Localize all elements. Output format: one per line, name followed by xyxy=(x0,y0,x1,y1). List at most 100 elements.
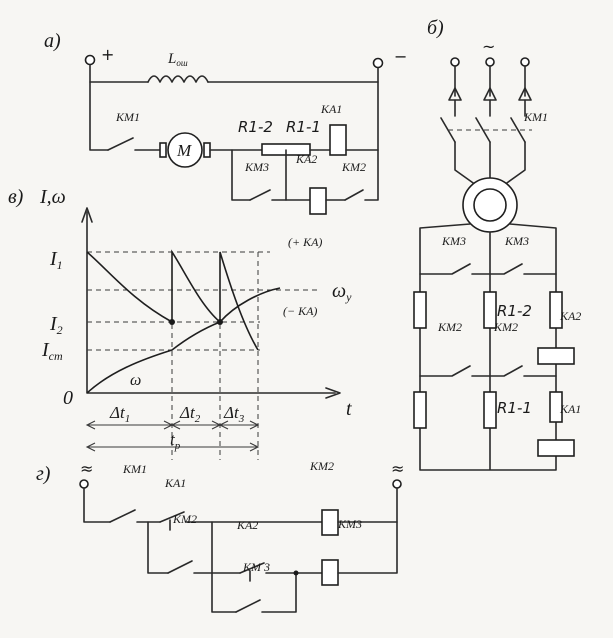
dt2-label: Δt2 xyxy=(179,403,201,425)
control-terminal-right xyxy=(392,479,402,489)
wire xyxy=(364,149,379,201)
graph-origin-label: 0 xyxy=(63,387,73,409)
km3-label-b-right: КМ3 xyxy=(504,234,529,248)
ka2-label-a: КА2 xyxy=(295,152,317,166)
junction-node xyxy=(293,570,299,576)
circuit-b: б) ~ КМ1 КМ3 КМ3 R1-2 КА2 КМ2 КМ2 xyxy=(413,17,581,471)
plus-ka-label: (+ КА) xyxy=(288,235,322,249)
switch-point-1 xyxy=(169,319,175,325)
wire xyxy=(454,99,526,117)
relay-coil-ka2-b xyxy=(537,347,575,365)
km3-coil-label-g: КМ3 xyxy=(337,517,362,531)
motor-rotor xyxy=(473,188,507,222)
section-label-g: г) xyxy=(36,463,51,485)
r1-1-label: R1-1 xyxy=(286,118,321,136)
km3-contact-label-g: КМ 3 xyxy=(242,560,270,574)
i2-label: I2 xyxy=(49,313,63,337)
ac-symbol-left: ≈ xyxy=(80,459,93,478)
km1-contact-g xyxy=(109,509,136,523)
phase-terminal-1 xyxy=(450,57,460,67)
plus-label: + xyxy=(101,45,114,64)
circuit-a: а) + − Lош КМ1 M R1-2 R1-1 КА1 xyxy=(44,30,407,215)
wire xyxy=(454,65,526,97)
km3-label-a: КМ3 xyxy=(244,160,269,174)
r1-2-label: R1-2 xyxy=(238,118,273,136)
graph-axis-arrows xyxy=(81,207,341,399)
dt3-label: Δt3 xyxy=(223,403,245,425)
relay-coil-ka1-a xyxy=(329,124,347,156)
wire xyxy=(89,81,109,151)
ka1-label-g: КА1 xyxy=(164,476,186,490)
minus-ka-label: (− КА) xyxy=(283,304,317,318)
graph-y-axis-label: I,ω xyxy=(39,186,66,208)
relay-coil-km3-g xyxy=(321,559,339,586)
graph-x-axis-label: t xyxy=(346,398,352,420)
ka2-label-g: КА2 xyxy=(236,518,258,532)
resistor-b-mid-upper xyxy=(483,291,497,329)
km2-contacts-b xyxy=(419,365,557,377)
km2-contact-mid-g xyxy=(167,560,193,574)
ist-label: Iст xyxy=(41,339,63,363)
rotor-wires xyxy=(419,223,557,471)
km2-label-b-mid: КМ2 xyxy=(493,320,518,334)
inductor-label: Lош xyxy=(167,51,188,68)
ac-symbol-right: ≈ xyxy=(391,459,404,478)
km3-label-b-left: КМ3 xyxy=(441,234,466,248)
omega-steady-label: ωу xyxy=(332,280,352,304)
wire xyxy=(231,149,251,201)
motor-symbol xyxy=(167,132,203,168)
i1-label: I1 xyxy=(49,248,63,272)
resistor-b-right-upper xyxy=(549,291,563,329)
wire xyxy=(261,572,297,613)
km2-label-b-left: КМ2 xyxy=(437,320,462,334)
speed-curve xyxy=(86,287,281,394)
wire xyxy=(89,64,149,83)
ka2-label-b: КА2 xyxy=(559,309,581,323)
section-label-b: б) xyxy=(427,17,444,39)
motor-brush-right xyxy=(203,142,211,158)
resistor-b-left-upper xyxy=(413,291,427,329)
omega-curve-label: ω xyxy=(130,372,141,389)
ac-symbol-b: ~ xyxy=(482,37,495,56)
circuit-g: г) ≈ ≈ КМ1 КА1 КМ2 КМ2 КА2 КМ3 КМ 3 xyxy=(36,459,404,613)
section-label-a: а) xyxy=(44,30,61,52)
dt1-label: Δt1 xyxy=(109,403,130,425)
tp-label: tр xyxy=(170,430,181,452)
km2-label-g: КМ2 xyxy=(309,459,334,473)
r1-1-label-b: R1-1 xyxy=(497,399,532,417)
km1-label-g: КМ1 xyxy=(122,462,147,476)
relay-coil-ka1-b xyxy=(537,439,575,457)
km1-label-b: КМ1 xyxy=(523,110,548,124)
km3-contact-a xyxy=(249,189,271,201)
km3-contact-bottom-g xyxy=(235,599,261,613)
minus-label: − xyxy=(394,47,407,66)
ka1-nc-contact-g xyxy=(159,511,185,531)
graph-axes xyxy=(86,211,336,394)
current-curve xyxy=(86,249,259,351)
resistor-b-right-lower xyxy=(549,391,563,423)
km2-contact-a xyxy=(344,189,364,201)
graph-level-lines xyxy=(87,251,320,351)
ka2-nc-contact-g xyxy=(239,562,265,582)
km1-contact xyxy=(107,137,134,151)
km2-contact-label-g: КМ2 xyxy=(172,512,197,526)
km3-contacts-b xyxy=(419,263,557,275)
wire xyxy=(207,67,379,83)
km1-label: КМ1 xyxy=(115,110,140,124)
km2-label-a: КМ2 xyxy=(341,160,366,174)
section-label-v: в) xyxy=(8,186,24,208)
switch-point-2 xyxy=(217,319,223,325)
interval-arrowheads xyxy=(85,420,260,452)
r1-2-label-b: R1-2 xyxy=(497,302,532,320)
phase-terminal-2 xyxy=(485,57,495,67)
wire xyxy=(211,572,237,613)
phase-terminal-3 xyxy=(520,57,530,67)
control-terminal-left xyxy=(79,479,89,489)
minus-terminal xyxy=(372,57,384,69)
ka1-label-b: КА1 xyxy=(559,402,581,416)
relay-coil-km2-g xyxy=(321,509,339,536)
graph-time-markers xyxy=(171,252,259,460)
wire xyxy=(345,81,379,151)
